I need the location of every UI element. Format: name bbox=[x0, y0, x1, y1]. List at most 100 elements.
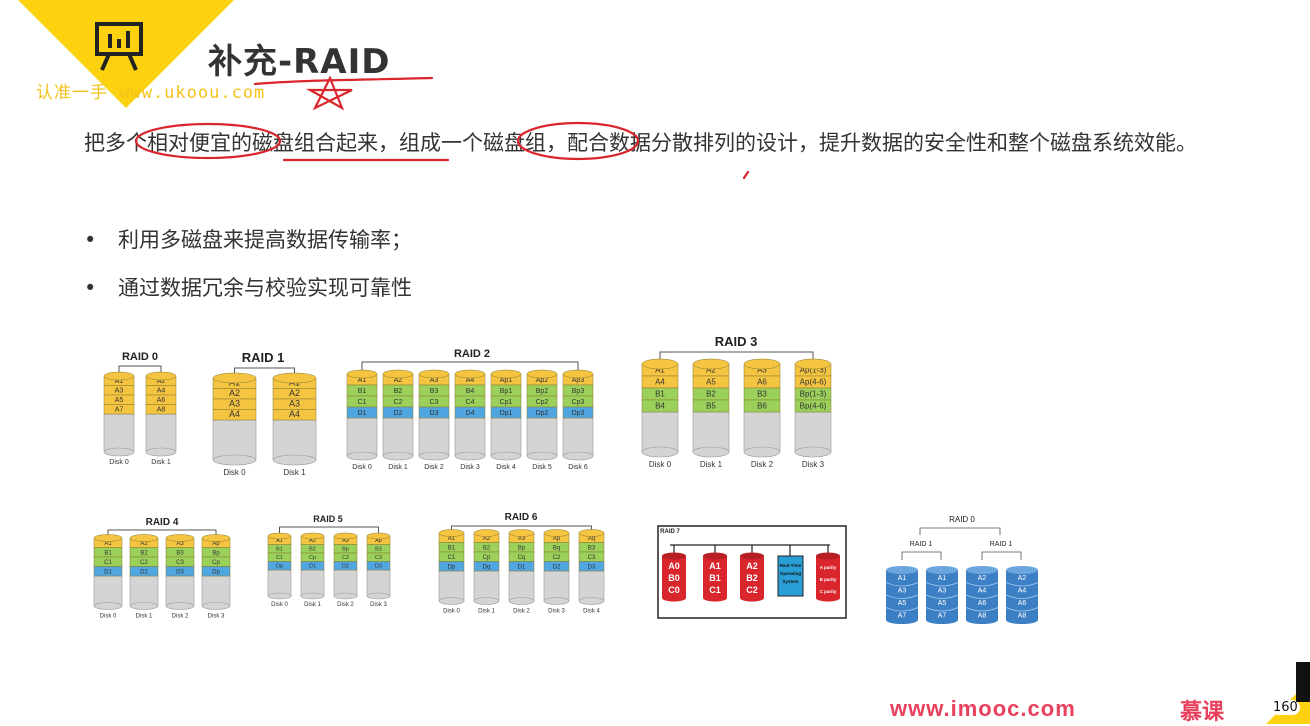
raid7-disk-bottom bbox=[662, 594, 686, 602]
block-label: B3 bbox=[430, 388, 439, 395]
disk-body bbox=[473, 570, 500, 602]
data-block bbox=[438, 561, 465, 572]
disk-label: Disk 1 bbox=[304, 602, 321, 608]
disk-label: Disk 2 bbox=[424, 464, 444, 471]
block-label: Dq bbox=[483, 564, 491, 570]
disk-label: Disk 0 bbox=[352, 464, 372, 471]
raid7-disk-body bbox=[816, 556, 840, 598]
block-label: A1 bbox=[104, 541, 112, 547]
raid5-title: RAID 5 bbox=[313, 514, 343, 524]
block-label: C3 bbox=[430, 399, 439, 406]
block-label: Ap3 bbox=[572, 377, 585, 384]
slide-title: 补充-RAID bbox=[208, 42, 391, 82]
disk-body bbox=[526, 417, 558, 457]
raid7-disk-body bbox=[740, 556, 764, 598]
disk-bottom bbox=[743, 446, 781, 458]
disk-label: Disk 0 bbox=[271, 602, 288, 608]
block-label: D3 bbox=[375, 564, 382, 570]
raid10-bracket-left bbox=[901, 551, 942, 560]
disk-label: Disk 0 bbox=[109, 459, 129, 466]
raid7-disk-body bbox=[662, 556, 686, 598]
block-label: Cq bbox=[518, 555, 526, 561]
disk-body bbox=[201, 575, 231, 607]
raid7-disk-bottom bbox=[816, 594, 840, 602]
block-label: B1 bbox=[276, 547, 283, 553]
block-label: C2 bbox=[394, 399, 403, 406]
disk-top bbox=[578, 529, 605, 537]
disk-label: Disk 0 bbox=[223, 468, 246, 477]
raid10-band bbox=[1005, 582, 1039, 587]
data-block bbox=[562, 406, 594, 419]
scrollbar-thumb[interactable] bbox=[1296, 662, 1310, 702]
raid5-bracket bbox=[279, 526, 379, 535]
block-label: D2 bbox=[342, 564, 349, 570]
raid7-os-label: Operating bbox=[780, 571, 802, 576]
raid10-subtitle-right: RAID 1 bbox=[990, 541, 1013, 548]
block-label: Bp(4-6) bbox=[800, 402, 827, 411]
disk-body bbox=[346, 417, 378, 457]
disk-label: Disk 3 bbox=[460, 464, 480, 471]
raid7-disk-top bbox=[816, 552, 840, 560]
block-label: A6 bbox=[157, 397, 166, 404]
raid7-block-label: B parity bbox=[820, 577, 837, 582]
block-label: C1 bbox=[448, 555, 456, 561]
block-label: A2 bbox=[309, 538, 316, 544]
raid10-block-label: A3 bbox=[898, 588, 907, 595]
block-label: Bq bbox=[553, 545, 560, 551]
block-label: B3 bbox=[588, 545, 596, 551]
block-label: B2 bbox=[483, 545, 491, 551]
data-block bbox=[794, 399, 832, 413]
block-label: A5 bbox=[115, 397, 124, 404]
raid10-block-label: A2 bbox=[978, 575, 987, 582]
data-block bbox=[543, 561, 570, 572]
raid7-block-label: A2 bbox=[746, 561, 758, 571]
disk-top bbox=[543, 529, 570, 537]
disk-bottom bbox=[212, 454, 257, 466]
raid10-disk-top bbox=[966, 566, 998, 574]
disk-label: Disk 1 bbox=[283, 468, 306, 477]
raid10-block-label: A4 bbox=[978, 588, 987, 595]
raid10-block-label: A4 bbox=[1018, 588, 1027, 595]
block-label: Dp bbox=[212, 569, 220, 575]
disk-bottom bbox=[366, 592, 391, 600]
disk-body bbox=[165, 575, 195, 607]
block-label: A3 bbox=[229, 399, 240, 409]
block-label: Bp1 bbox=[500, 388, 513, 395]
raid7-block-label: C1 bbox=[709, 585, 721, 595]
disk-top bbox=[129, 534, 159, 542]
raid10-band bbox=[885, 607, 919, 612]
disk-bottom bbox=[129, 602, 159, 610]
raid7-block-label: A0 bbox=[668, 561, 680, 571]
raid10-disk-bottom bbox=[966, 616, 998, 624]
disk-top bbox=[382, 369, 414, 379]
data-block bbox=[692, 399, 730, 413]
raid10-band bbox=[965, 594, 999, 599]
data-block bbox=[346, 406, 378, 419]
data-block bbox=[129, 566, 159, 577]
disk-body bbox=[382, 417, 414, 457]
block-label: A6 bbox=[757, 378, 767, 387]
data-block bbox=[473, 561, 500, 572]
block-label: B4 bbox=[466, 388, 475, 395]
disk-body bbox=[333, 569, 358, 597]
block-label: A1 bbox=[276, 538, 283, 544]
raid0-title: RAID 0 bbox=[122, 351, 158, 363]
raid7-disk-top bbox=[703, 552, 727, 560]
block-label: A4 bbox=[466, 377, 475, 384]
block-label: A1 bbox=[115, 378, 124, 385]
disk-top bbox=[641, 358, 679, 370]
disk-bottom bbox=[165, 602, 195, 610]
data-block bbox=[526, 406, 558, 419]
block-label: C3 bbox=[375, 555, 382, 561]
raid10-block-label: A8 bbox=[1018, 613, 1027, 620]
block-label: D1 bbox=[104, 569, 112, 575]
